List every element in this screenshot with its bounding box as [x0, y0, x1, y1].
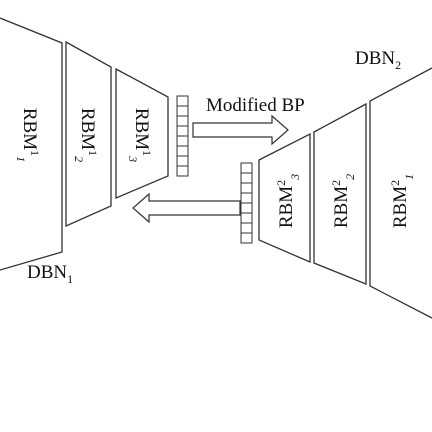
- arrow-to-dbn2: [192, 114, 289, 146]
- dbn2-layer-2-outline: [313, 102, 367, 285]
- svg-text:RBM11: RBM11: [14, 108, 42, 162]
- svg-text:RBM22: RBM22: [329, 174, 357, 228]
- dbn2-layer-1-label: RBM21: [388, 174, 416, 228]
- dbn2-input-vector: [240, 162, 253, 244]
- dbn2-layer-3-outline: [258, 132, 311, 263]
- dbn1-layer-2-label: RBM12: [72, 108, 100, 162]
- dbn1-layer-1-outline: [0, 17, 63, 271]
- svg-text:RBM12: RBM12: [72, 108, 100, 162]
- dbn1-layer-3-label: RBM13: [126, 108, 154, 162]
- dbn2-layer-2-label: RBM22: [329, 174, 357, 228]
- dbn2-stack: [258, 67, 432, 319]
- arrow-to-dbn1: [132, 192, 241, 224]
- svg-text:RBM21: RBM21: [388, 174, 416, 228]
- dbn2-layer-3-label: RBM23: [274, 174, 302, 228]
- svg-text:RBM13: RBM13: [126, 108, 154, 162]
- dbn1-layer-2-outline: [65, 40, 112, 228]
- dbn1-title: DBN1: [27, 262, 73, 286]
- dbn1-layer-3-outline: [115, 67, 169, 199]
- dbn1-layer-1-label: RBM11: [14, 108, 42, 162]
- dbn2-title: DBN2: [355, 48, 401, 72]
- dbn1-stack: [0, 17, 169, 271]
- dbn2-layer-1-outline: [369, 67, 432, 319]
- dbn1-output-vector: [176, 95, 189, 177]
- arrow-label: Modified BP: [206, 95, 305, 116]
- svg-text:RBM23: RBM23: [274, 174, 302, 228]
